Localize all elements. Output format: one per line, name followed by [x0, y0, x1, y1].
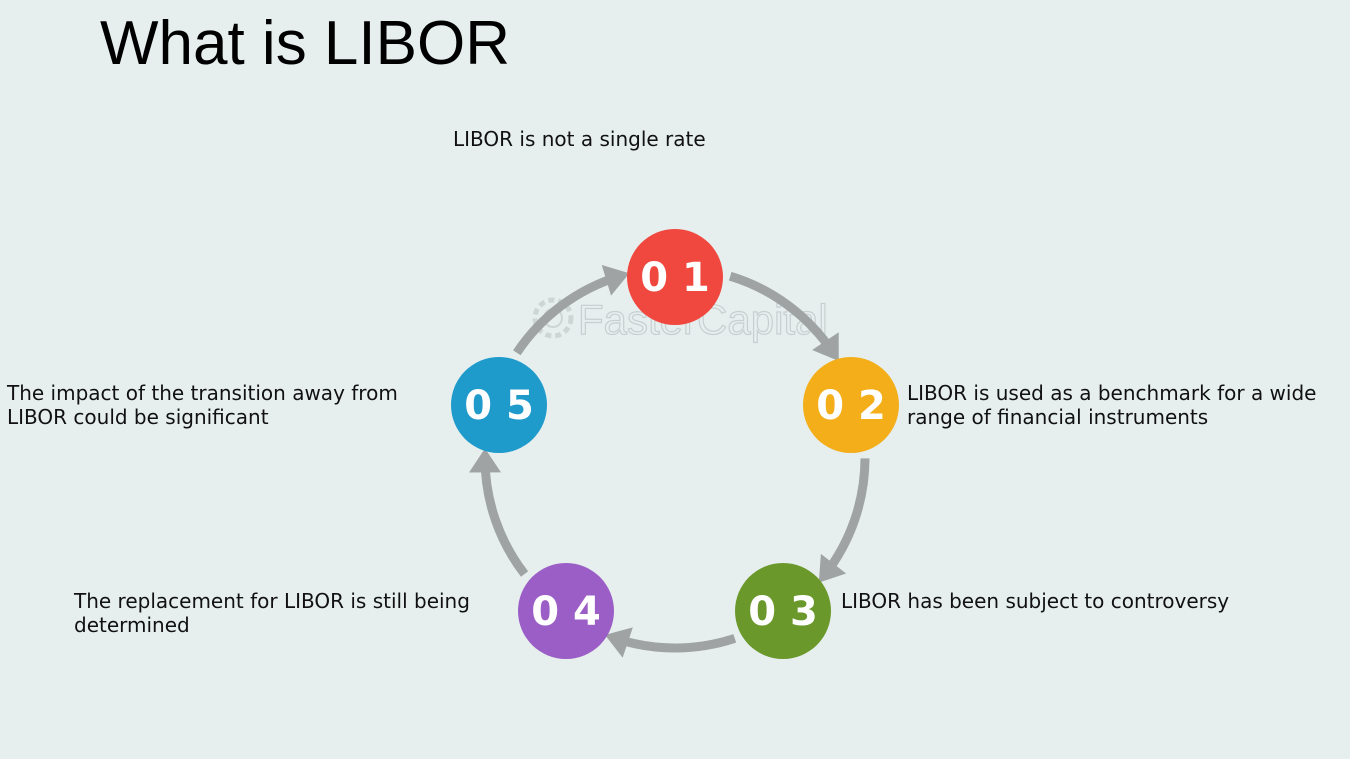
page-title: What is LIBOR: [100, 9, 510, 78]
step-number: 0 4: [531, 589, 601, 635]
step-badge-circle: [803, 357, 899, 453]
step-badge-3: 0 3: [735, 563, 831, 659]
step-5-description: The impact of the transition away from L…: [7, 381, 398, 429]
cycle-arrow-1: [728, 271, 837, 356]
step-badge-1: 0 1: [627, 229, 723, 325]
step-badge-circle: [735, 563, 831, 659]
step-number: 0 1: [640, 255, 710, 301]
step-4-description: The replacement for LIBOR is still being…: [74, 589, 470, 637]
cycle-arrow-5: [513, 271, 622, 356]
step-badges: 0 1 0 2 0 3 0 4 0 5: [451, 229, 899, 659]
step-1-description: LIBOR is not a single rate: [453, 127, 706, 151]
step-3-description: LIBOR has been subject to controversy: [841, 589, 1230, 613]
step-number: 0 2: [816, 383, 886, 429]
cycle-arrow-3: [613, 633, 737, 653]
step-badge-2: 0 2: [803, 357, 899, 453]
step-badge-5: 0 5: [451, 357, 547, 453]
step-badge-circle: [518, 563, 614, 659]
arrowhead-1: [812, 332, 839, 362]
arrowhead-5: [601, 264, 630, 296]
cycle-arrows: [469, 264, 870, 658]
arrowhead-4: [469, 448, 502, 473]
step-2-description: LIBOR is used as a benchmark for a wide …: [907, 381, 1317, 429]
cycle-arrow-2: [821, 458, 870, 578]
step-number: 0 3: [748, 589, 818, 635]
step-badge-circle: [627, 229, 723, 325]
arrowhead-2: [818, 553, 847, 583]
step-badge-circle: [451, 357, 547, 453]
step-number: 0 5: [464, 383, 534, 429]
step-badge-4: 0 4: [518, 563, 614, 659]
cycle-arrow-4: [480, 458, 529, 577]
arrowhead-3: [604, 627, 633, 658]
